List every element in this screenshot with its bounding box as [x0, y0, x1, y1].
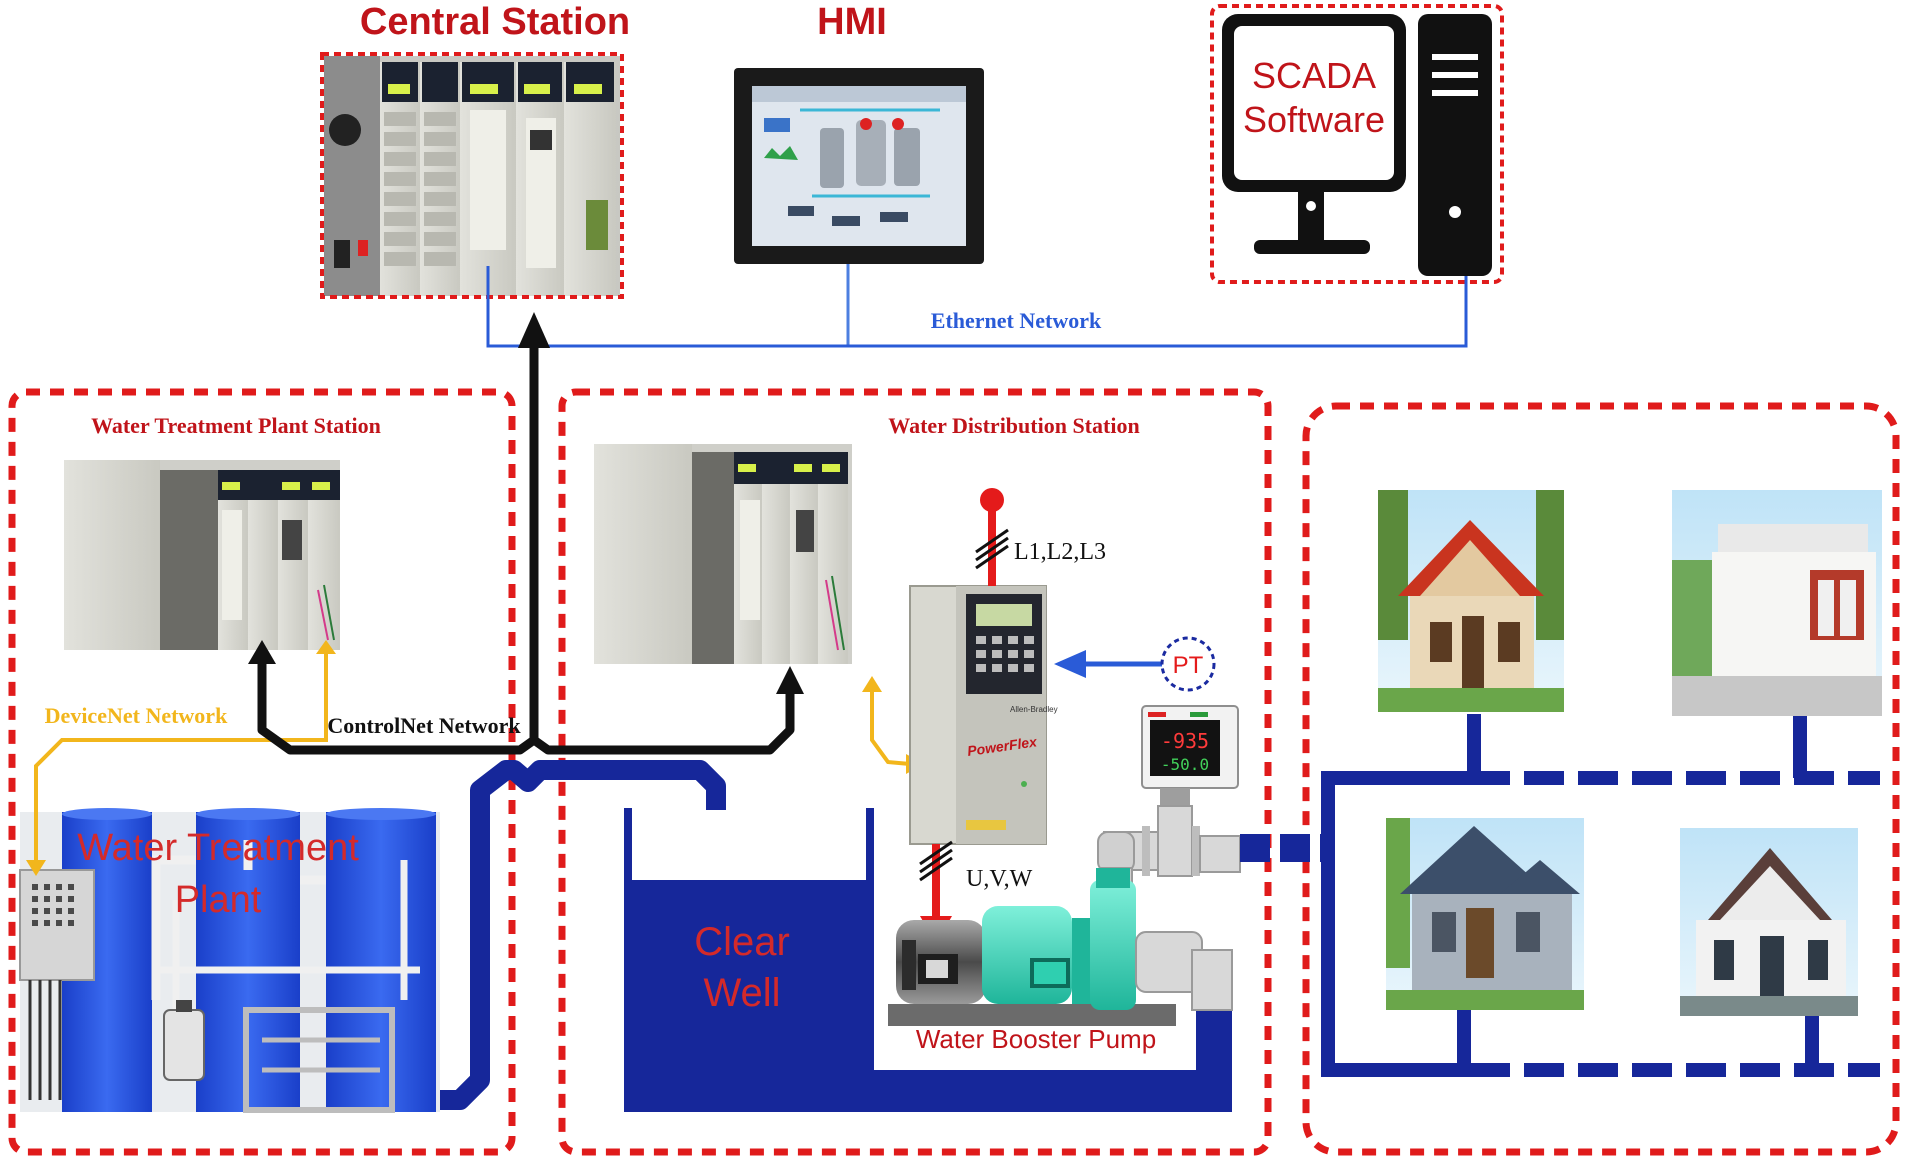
- house-1: [1378, 490, 1564, 712]
- water-treatment-plant-label-line2: Plant: [175, 879, 262, 921]
- clear-well: [624, 808, 874, 1112]
- controlnet-arrow-central: [518, 312, 550, 348]
- house-2: [1672, 490, 1882, 716]
- scada-computer: [1222, 14, 1492, 276]
- distribution-station-title: Water Distribution Station: [888, 413, 1139, 438]
- hmi-panel: [734, 68, 984, 264]
- devicenet-arrow-plc2: [862, 676, 882, 692]
- central-station-border: [320, 52, 624, 299]
- power-input-hash: [975, 528, 1009, 570]
- ethernet-network-label: Ethernet Network: [931, 308, 1102, 333]
- central-station-plc: [324, 56, 620, 296]
- powerflex-drive: [909, 585, 1047, 845]
- controlnet-network: [257, 340, 795, 755]
- water-booster-pump-label: Water Booster Pump: [916, 1024, 1156, 1054]
- scada-title-line1: SCADA: [1252, 55, 1376, 96]
- power-input-terminal: [980, 488, 1004, 512]
- pressure-display-top: -935: [1161, 729, 1209, 753]
- water-treatment-plant: [19, 808, 440, 1113]
- pressure-display-bottom: -50.0: [1161, 755, 1209, 774]
- distribution-station-border: [558, 388, 1272, 1156]
- water-booster-pump: [888, 868, 1233, 1026]
- devicenet-network-label: DeviceNet Network: [45, 703, 228, 728]
- hmi-title: HMI: [817, 1, 887, 43]
- house-4: [1680, 828, 1858, 1016]
- power-lines-label: L1,L2,L3: [1014, 539, 1106, 565]
- scada-border: [1210, 4, 1504, 284]
- water-treatment-plant-label-line1: Water Treatment: [77, 827, 359, 869]
- central-station-title: Central Station: [360, 1, 630, 43]
- pt-signal-arrow: [1054, 650, 1086, 678]
- pt-label: PT: [1173, 652, 1204, 679]
- treatment-station-title: Water Treatment Plant Station: [91, 413, 381, 438]
- controlnet-arrow-plc1: [248, 640, 276, 664]
- consumers-border: [1302, 402, 1900, 1156]
- house-3: [1386, 818, 1584, 1010]
- motor-output-hash: [919, 840, 953, 882]
- clear-well-label-line2: Well: [703, 971, 780, 1015]
- devicenet-arrow-plc1: [316, 640, 336, 654]
- devicenet-arrow-plant: [26, 860, 46, 876]
- scada-title-line2: Software: [1243, 99, 1385, 140]
- well-to-pump-pipe: [872, 1000, 1232, 1112]
- devicenet-network: [34, 652, 911, 862]
- ethernet-network: [486, 266, 1468, 348]
- consumer-pipe-network: [1321, 714, 1880, 1077]
- plant-to-well-pipe: [440, 760, 726, 1110]
- motor-lines-label: U,V,W: [966, 866, 1033, 892]
- distribution-station-plc: [594, 444, 852, 664]
- controlnet-network-label: ControlNet Network: [327, 713, 521, 738]
- treatment-station-plc: [64, 460, 340, 650]
- clear-well-label-line1: Clear: [694, 920, 790, 964]
- powerflex-maker: Allen-Bradley: [1010, 705, 1058, 714]
- controlnet-arrow-plc2: [776, 666, 804, 694]
- pressure-sensor: [1141, 705, 1239, 806]
- pt-circle: [1160, 636, 1216, 692]
